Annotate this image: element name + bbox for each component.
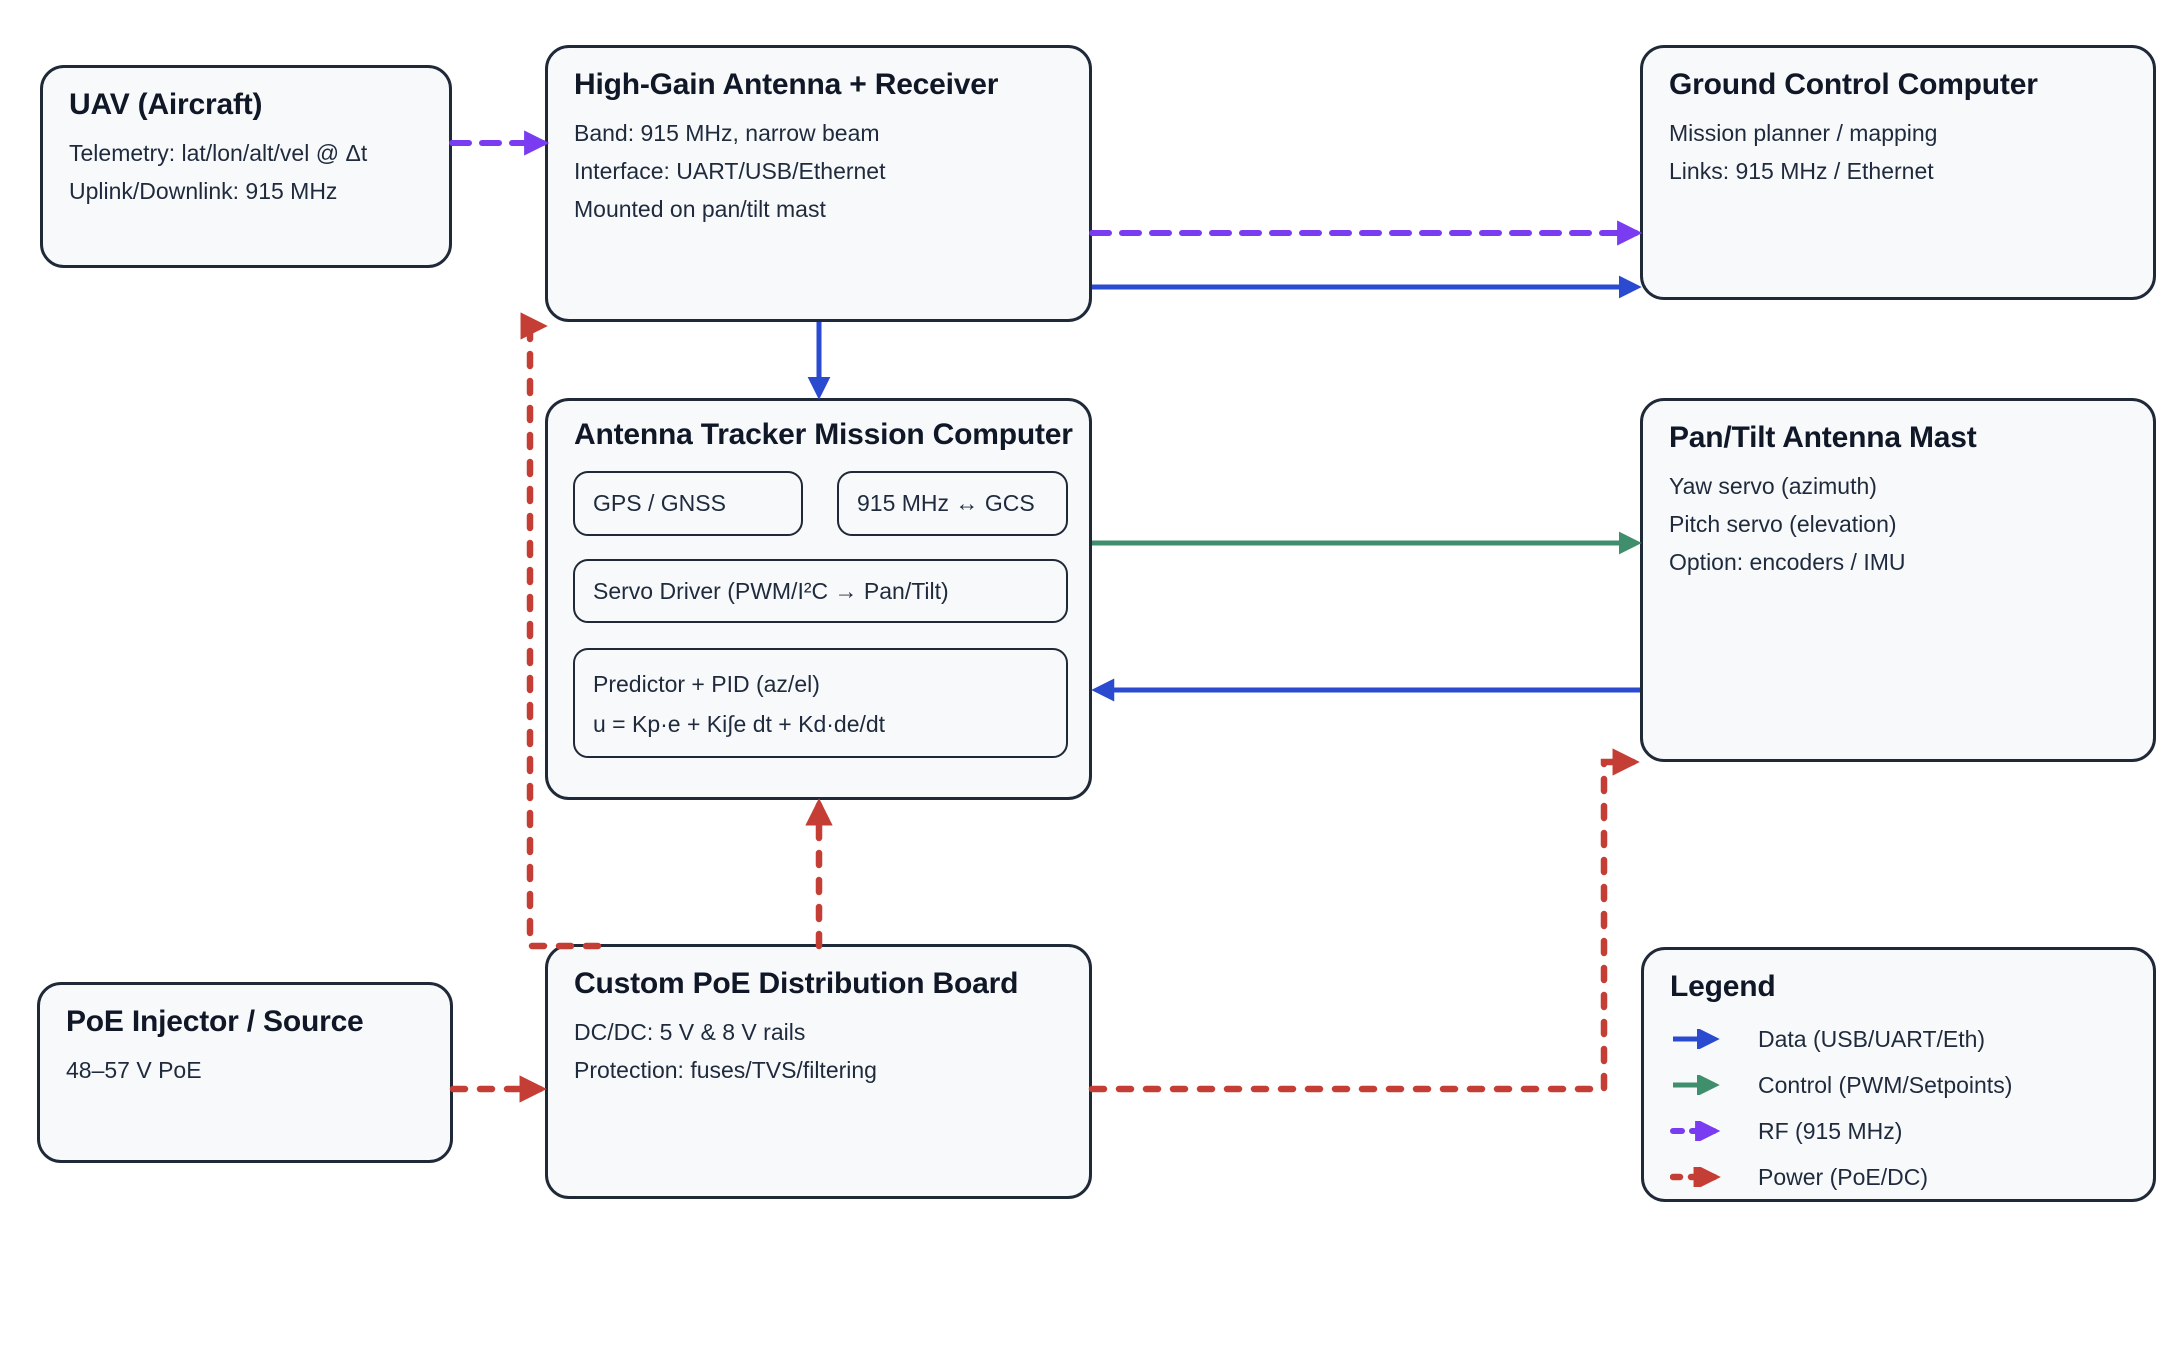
node-mast-line: Yaw servo (azimuth) (1669, 473, 1877, 499)
legend-item-power: Power (PoE/DC) (1670, 1154, 2127, 1200)
rf-arrow-icon (1670, 1121, 1721, 1141)
node-poe-injector: PoE Injector / Source 48–57 V PoE (37, 982, 453, 1163)
node-mast-title: Pan/Tilt Antenna Mast (1669, 421, 1977, 454)
legend-title: Legend (1670, 970, 1776, 1003)
legend-item-label: RF (915 MHz) (1758, 1117, 1903, 1144)
legend-rows: Data (USB/UART/Eth) Control (PWM/Setpoin… (1670, 1016, 2127, 1200)
node-gcc-line: Links: 915 MHz / Ethernet (1669, 158, 1934, 184)
chip-servo-driver: Servo Driver (PWM/I²C → Pan/Tilt) (573, 559, 1068, 623)
node-antenna-line: Band: 915 MHz, narrow beam (574, 120, 880, 146)
legend-item-label: Power (PoE/DC) (1758, 1163, 1928, 1190)
data-arrow-icon (1673, 1029, 1720, 1049)
node-injector-title: PoE Injector / Source (66, 1005, 364, 1038)
connector-board-to-mast-power (1088, 748, 1640, 1093)
node-antenna-line: Interface: UART/USB/Ethernet (574, 158, 886, 184)
chip-gps-label: GPS / GNSS (593, 490, 726, 516)
chip-rflink-label: 915 MHz ↔ GCS (857, 490, 1035, 516)
power-arrow-icon (1670, 1167, 1721, 1187)
node-uav: UAV (Aircraft) Telemetry: lat/lon/alt/ve… (40, 65, 452, 268)
node-pan-tilt-mast: Pan/Tilt Antenna Mast Yaw servo (azimuth… (1640, 398, 2156, 762)
legend-item-label: Data (USB/UART/Eth) (1758, 1025, 1986, 1052)
node-ground-control-computer: Ground Control Computer Mission planner … (1640, 45, 2156, 300)
legend: Legend Data (USB/UART/Eth) Control (PWM/… (1641, 947, 2156, 1202)
node-tracker-mission-computer: Antenna Tracker Mission Computer GPS / G… (545, 398, 1092, 800)
node-tracker-title: Antenna Tracker Mission Computer (574, 418, 1073, 451)
chip-predictor-line2: u = Kp·e + Ki∫e dt + Kd·de/dt (593, 711, 886, 737)
control-arrow-icon (1673, 1075, 1720, 1095)
legend-item-control: Control (PWM/Setpoints) (1670, 1062, 2127, 1108)
legend-item-rf: RF (915 MHz) (1670, 1108, 2127, 1154)
chip-predictor-pid: Predictor + PID (az/el) u = Kp·e + Ki∫e … (573, 648, 1068, 758)
node-uav-line: Telemetry: lat/lon/alt/vel @ Δt (69, 140, 368, 166)
chip-servo-label: Servo Driver (PWM/I²C → Pan/Tilt) (593, 577, 949, 604)
chip-predictor-line1: Predictor + PID (az/el) (593, 671, 820, 697)
node-antenna-receiver: High-Gain Antenna + Receiver Band: 915 M… (545, 45, 1092, 322)
node-poe-distribution-board: Custom PoE Distribution Board DC/DC: 5 V… (545, 944, 1092, 1199)
node-mast-line: Pitch servo (elevation) (1669, 511, 1897, 537)
node-uav-title: UAV (Aircraft) (69, 88, 263, 121)
node-board-line: DC/DC: 5 V & 8 V rails (574, 1019, 806, 1045)
node-board-line: Protection: fuses/TVS/filtering (574, 1057, 877, 1083)
legend-item-data: Data (USB/UART/Eth) (1670, 1016, 2127, 1062)
node-antenna-line: Mounted on pan/tilt mast (574, 196, 826, 222)
node-uav-line: Uplink/Downlink: 915 MHz (69, 178, 338, 204)
chip-915mhz-gcs: 915 MHz ↔ GCS (837, 471, 1068, 536)
node-antenna-title: High-Gain Antenna + Receiver (574, 68, 999, 101)
chip-gps-gnss: GPS / GNSS (573, 471, 803, 536)
legend-item-label: Control (PWM/Setpoints) (1758, 1071, 2013, 1098)
node-mast-line: Option: encoders / IMU (1669, 549, 1906, 575)
node-gcc-title: Ground Control Computer (1669, 68, 2038, 101)
node-injector-line: 48–57 V PoE (66, 1057, 202, 1083)
node-board-title: Custom PoE Distribution Board (574, 967, 1019, 1000)
node-gcc-line: Mission planner / mapping (1669, 120, 1938, 146)
